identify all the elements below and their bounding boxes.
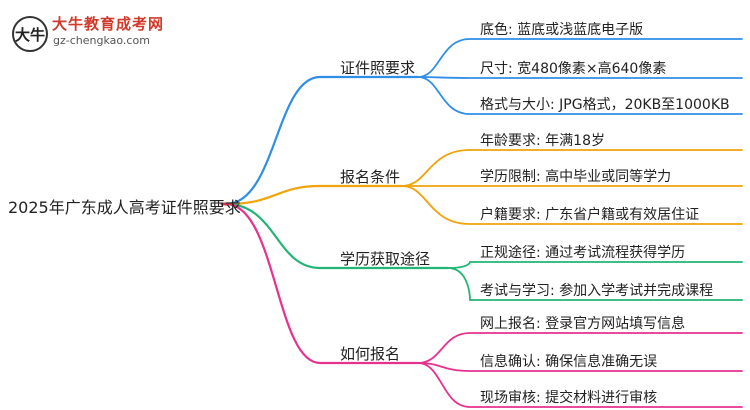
branch-label: 证件照要求 xyxy=(340,59,416,77)
leaf-connector xyxy=(447,267,743,301)
branch-label: 学历获取途径 xyxy=(340,250,431,268)
leaf-label: 考试与学习: 参加入学考试并完成课程 xyxy=(480,283,714,299)
site-logo-title: 大牛教育成考网 xyxy=(52,15,165,33)
leaf-connector xyxy=(417,76,743,115)
leaf-label: 学历限制: 高中毕业或同等学力 xyxy=(480,169,672,185)
leaf-connector xyxy=(401,149,743,187)
site-logo-url: gz-chengkao.com xyxy=(53,34,150,47)
branch-connector xyxy=(224,202,450,270)
leaf-label: 现场审核: 提交材料进行审核 xyxy=(480,390,658,406)
branch-label: 报名条件 xyxy=(340,168,401,186)
leaf-label: 年龄要求: 年满18岁 xyxy=(480,133,605,149)
leaf-label: 底色: 蓝底或浅蓝底电子版 xyxy=(480,22,644,38)
leaf-connector xyxy=(401,185,743,225)
leaf-connector xyxy=(447,261,743,269)
leaf-label: 尺寸: 宽480像素×高640像素 xyxy=(480,61,667,77)
leaf-connector xyxy=(417,362,743,408)
leaf-label: 正规途径: 通过考试流程获得学历 xyxy=(480,245,686,261)
branch-connector xyxy=(224,184,404,206)
leaf-connector xyxy=(417,332,743,364)
branch-connector xyxy=(224,202,420,365)
site-logo-mark: 大牛 xyxy=(12,16,48,52)
leaf-label: 信息确认: 确保信息准确无误 xyxy=(480,354,658,370)
leaf-label: 户籍要求: 广东省户籍或有效居住证 xyxy=(480,207,700,223)
mindmap-root: 2025年广东成人高考证件照要求 xyxy=(8,198,241,217)
branch-connector xyxy=(224,75,420,206)
leaf-connector xyxy=(417,362,743,372)
leaf-connector xyxy=(417,38,743,78)
leaf-label: 网上报名: 登录官方网站填写信息 xyxy=(480,316,686,332)
leaf-connector xyxy=(417,76,743,79)
leaf-label: 格式与大小: JPG格式，20KB至1000KB xyxy=(480,97,730,113)
branch-label: 如何报名 xyxy=(340,345,401,363)
